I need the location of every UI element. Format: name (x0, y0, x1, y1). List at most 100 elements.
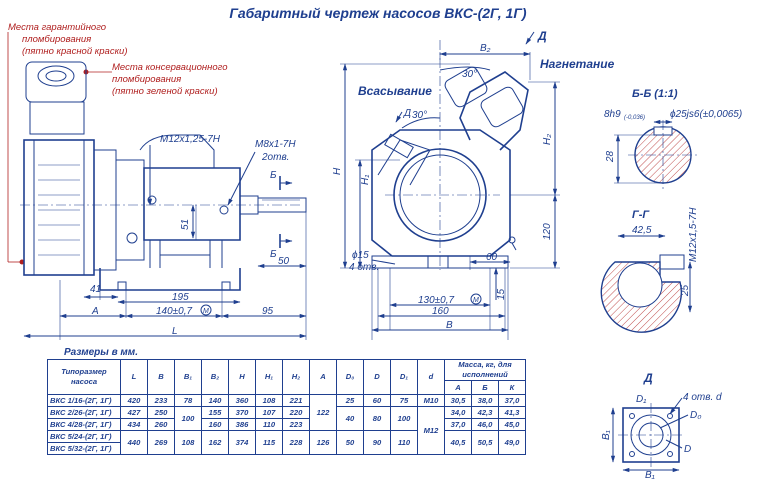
thread-callout-2: М8х1-7Н (255, 139, 296, 150)
col-header-d0: D₀ (336, 359, 364, 395)
col-header-h1: H₁ (255, 359, 283, 395)
dim-b2: B₂ (480, 43, 491, 54)
warranty-note-line-2: пломбирования (22, 34, 91, 45)
dim-140: 140±0,7 (156, 306, 193, 317)
col-header-b2: B₂ (201, 359, 229, 395)
angle-30-suction: 30° (412, 110, 427, 121)
cell-b2: 140 (201, 394, 229, 407)
cell-size: ВКС 2/26-(2Г, 1Г) (47, 406, 121, 419)
table-row: ВКС 1/16-(2Г, 1Г) 420 233 78 140 360 108… (47, 394, 526, 431)
table-row: ВКС 5/24-(2Г, 1Г) 440 269 108 162 374 11… (47, 430, 526, 455)
suction-label: Всасывание (358, 84, 432, 98)
col-header-mass-a: А (444, 380, 472, 395)
cell-d1: 110 (390, 430, 418, 455)
view-d-d: D (684, 444, 691, 455)
cell-b1: 78 (174, 394, 202, 407)
col-header-b1: B₁ (174, 359, 202, 395)
view-d-label: Д (537, 29, 547, 43)
cell-b2: 162 (201, 430, 229, 455)
view-d-title: Д (643, 371, 653, 385)
view-d-b1-vertical: B₁ (601, 430, 612, 440)
col-header-size: Типоразмер насоса (47, 359, 121, 395)
cell-h: 360 (228, 394, 256, 407)
cell-mass-a: 34,0 (444, 406, 472, 419)
cell-h: 374 (228, 430, 256, 455)
dim-28: 28 (605, 150, 616, 163)
cell-size: ВКС 5/32-(2Г, 1Г) (47, 442, 121, 455)
dim-95: 95 (262, 306, 274, 317)
cell-mass-b: 50,5 (471, 430, 499, 455)
gg-thread: М12х1,5-7Н (688, 207, 699, 262)
col-header-l: L (120, 359, 148, 395)
cell-h: 370 (228, 406, 256, 419)
cell-mass-k: 49,0 (498, 430, 526, 455)
dimensions-table: Типоразмер насоса L B B₁ B₂ H H₁ H₂ A D₀… (47, 359, 526, 455)
cell-d1: 75 (390, 394, 418, 407)
section-bb-title: Б-Б (1:1) (632, 88, 678, 100)
table-row: ВКС 2/26-(2Г, 1Г) 427 250 100 155 370 10… (47, 406, 526, 455)
front-view: Всасывание Нагнетание Д Д 30° 30° B₂ H H… (332, 29, 615, 340)
dim-140-symbol: М (203, 308, 209, 315)
thread-callout-1: М12х1,25-7Н (160, 134, 221, 145)
dim-130-symbol: М (473, 297, 479, 304)
section-mark-b-top: Б (270, 170, 277, 181)
cell-mass-b: 46,0 (471, 418, 499, 431)
cell-h2: 220 (282, 406, 310, 419)
col-header-d: D (363, 359, 391, 395)
cell-h2: 228 (282, 430, 310, 455)
cell-h1: 108 (255, 394, 283, 407)
dim-15: 15 (496, 288, 507, 300)
suction-view-d: Д (403, 108, 411, 119)
dim-41: 41 (90, 284, 101, 295)
holes-diameter: ϕ15 (352, 250, 369, 261)
cell-mass-k: 45,0 (498, 418, 526, 431)
col-header-mass: Масса, кг, для исполнений (444, 359, 526, 381)
shaft-key-width: 8h9 (604, 109, 621, 120)
dim-25: 25 (680, 284, 691, 297)
shaft-key-tolerance: (-0,036) (624, 115, 645, 121)
col-header-b: B (147, 359, 175, 395)
dim-h: H (332, 167, 343, 175)
cell-thread-m10: М10 (417, 394, 445, 407)
cell-a-122: 122 (309, 394, 337, 431)
conservation-seal-note: Места консервационного пломбирования (пя… (83, 62, 228, 97)
cell-h1: 115 (255, 430, 283, 455)
cell-thread-m12: М12 (417, 406, 445, 455)
cell-b: 260 (147, 418, 175, 431)
thread-callout-2-count: 2отв. (261, 152, 289, 163)
warranty-seal-note: Места гарантийного пломбирования (пятно … (7, 22, 128, 265)
dim-a: A (91, 306, 99, 317)
dim-b: B (446, 320, 453, 331)
dim-h2: H₂ (542, 134, 553, 145)
cell-d0: 40 (336, 406, 364, 431)
discharge-label: Нагнетание (540, 57, 615, 71)
section-gg: Г-Г 42,5 М12х1,5-7Н 25 (600, 207, 699, 333)
shaft-diameter: ϕ25js6(±0,0065) (670, 109, 742, 120)
col-header-mass-b: Б (471, 380, 499, 395)
section-bb: Б-Б (1:1) 8h9 (-0,036) ϕ25js6(±0,0065) 2… (604, 88, 742, 190)
page-title: Габаритный чертеж насосов ВКС-(2Г, 1Г) (229, 5, 527, 21)
col-header-a: A (309, 359, 337, 395)
conservation-note-line-1: Места консервационного (112, 62, 228, 73)
dim-60: 60 (486, 252, 498, 263)
cell-l: 420 (120, 394, 148, 407)
dim-50: 50 (278, 256, 290, 267)
cell-h2: 221 (282, 394, 310, 407)
cell-d0: 25 (336, 394, 364, 407)
cell-d: 80 (363, 406, 391, 431)
cell-a-126: 126 (309, 430, 337, 455)
col-header-thread: d (417, 359, 445, 395)
cell-l: 440 (120, 430, 148, 455)
conservation-note-line-2: пломбирования (112, 74, 181, 85)
cell-l: 434 (120, 418, 148, 431)
col-header-d1: D₁ (390, 359, 418, 395)
dim-51: 51 (180, 219, 191, 230)
view-d: Д 4 отв. d D₁ D₀ D B₁ B₁ (601, 371, 722, 480)
warranty-note-line-3: (пятно красной краски) (22, 46, 128, 57)
cell-b2: 155 (201, 406, 229, 419)
cell-mass-k: 41,3 (498, 406, 526, 419)
cell-mass-a: 30,5 (444, 394, 472, 407)
cell-b2: 160 (201, 418, 229, 431)
cell-h1: 107 (255, 406, 283, 419)
cell-d: 60 (363, 394, 391, 407)
